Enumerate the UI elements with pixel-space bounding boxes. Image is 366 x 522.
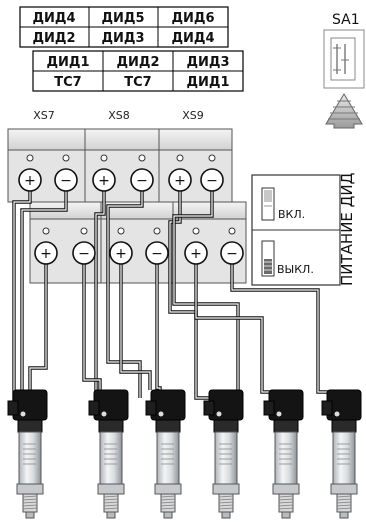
connector-label-xs9: XS9 — [182, 109, 204, 122]
terminal-upper: − — [130, 154, 154, 192]
terminal-group: + − + − + − + − + − + − — [18, 154, 244, 265]
terminal-symbol: − — [136, 173, 148, 189]
connector-label-xs7: XS7 — [33, 109, 55, 122]
wire-core — [21, 191, 67, 398]
terminal-upper: + — [92, 154, 116, 192]
terminal-lower: − — [220, 227, 244, 265]
terminal-symbol: − — [226, 246, 238, 262]
switch-on-label: ВКЛ. — [278, 208, 305, 221]
terminal-symbol: − — [60, 173, 72, 189]
terminal-symbol: + — [115, 246, 127, 262]
terminal-symbol: − — [78, 246, 90, 262]
bottom-table-cell: ДИД1 — [186, 75, 229, 90]
wire-core — [169, 191, 212, 399]
wire-core — [195, 264, 280, 393]
top-table-cell: ДИД5 — [101, 11, 144, 26]
top-table-cell: ДИД4 — [32, 11, 75, 26]
bottom-table-cell: ТС7 — [54, 75, 81, 90]
pressure-sensor — [88, 389, 129, 519]
terminal-lower: + — [34, 227, 58, 265]
wire-core — [231, 264, 336, 393]
terminal-symbol: + — [174, 173, 186, 189]
switch-name: SA1 — [332, 12, 360, 28]
top-table-cell: ДИД3 — [101, 31, 144, 46]
terminal-symbol: + — [40, 246, 52, 262]
terminal-lower: − — [72, 227, 96, 265]
terminal-upper: − — [54, 154, 78, 192]
pressure-sensor — [7, 389, 48, 519]
wire-core — [29, 264, 47, 390]
power-switch-panel: ВКЛ. ВЫКЛ. — [251, 174, 341, 286]
pressure-sensor — [321, 389, 362, 519]
wire-core — [83, 264, 101, 390]
top-table-cell: ДИД6 — [171, 11, 214, 26]
bottom-table-cell: ТС7 — [124, 75, 151, 90]
wire-core — [120, 264, 151, 390]
arrow-icon — [325, 93, 363, 129]
terminal-symbol: − — [151, 246, 163, 262]
terminal-block-upper — [7, 128, 233, 203]
terminal-symbol: + — [190, 246, 202, 262]
pressure-sensor — [145, 389, 186, 519]
terminal-upper: + — [18, 154, 42, 192]
top-table-cell: ДИД4 — [171, 31, 214, 46]
connector-label-xs8: XS8 — [108, 109, 130, 122]
terminal-symbol: + — [98, 173, 110, 189]
terminal-lower: + — [109, 227, 133, 265]
bottom-table-cell: ДИД1 — [46, 55, 89, 70]
terminal-symbol: − — [206, 173, 218, 189]
terminal-upper: + — [168, 154, 192, 192]
wire-core — [107, 191, 143, 398]
bottom-table-cell: ДИД2 — [116, 55, 159, 70]
switch-symbol — [323, 29, 365, 89]
terminal-lower: + — [184, 227, 208, 265]
on-indicator — [261, 187, 275, 221]
pressure-sensor — [263, 389, 304, 519]
bottom-table-cell: ДИД3 — [186, 55, 229, 70]
off-indicator — [261, 240, 275, 277]
terminal-symbol: + — [24, 173, 36, 189]
top-label-table: ДИД4 ДИД5 ДИД6 ДИД2 ДИД3 ДИД4 — [19, 6, 229, 48]
switch-caption: ПИТАНИЕ ДИД — [338, 173, 356, 286]
sensor-group — [7, 389, 362, 519]
terminal-lower: − — [145, 227, 169, 265]
switch-off-label: ВЫКЛ. — [277, 263, 314, 276]
pressure-sensor — [203, 389, 244, 519]
terminal-upper: − — [200, 154, 224, 192]
top-table-cell: ДИД2 — [32, 31, 75, 46]
bottom-label-table: ДИД1 ДИД2 ДИД3 ТС7 ТС7 ДИД1 — [32, 50, 244, 92]
